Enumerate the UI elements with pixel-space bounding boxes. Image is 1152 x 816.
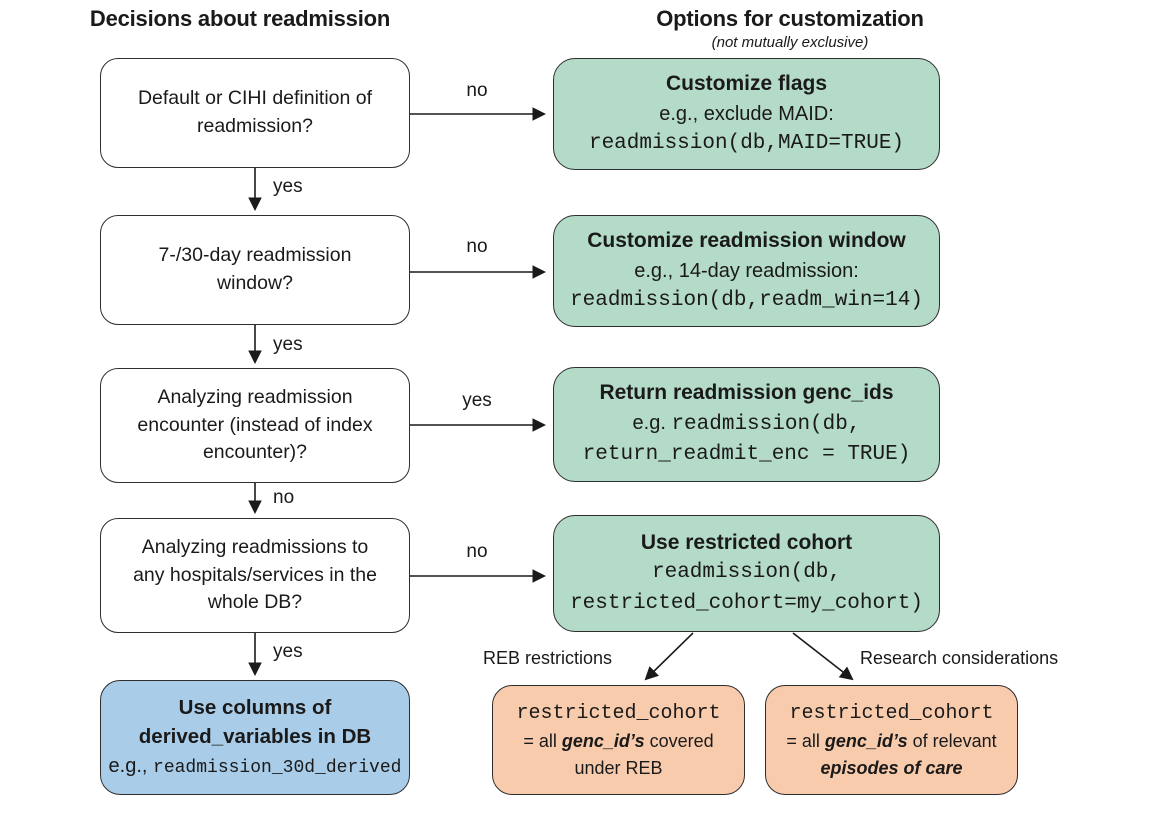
edge-label-yes-3: yes	[462, 390, 492, 411]
option-box-customize-flags: Customize flags e.g., exclude MAID: read…	[553, 58, 940, 170]
option-title: Return readmission genc_ids	[599, 381, 894, 405]
cohort-line2-emphasis: genc_id’s	[824, 731, 908, 752]
cohort-line2: = all genc_id’s of relevant	[786, 728, 996, 754]
cohort-line2-emphasis: genc_id’s	[561, 731, 645, 752]
cohort-box-research: restricted_cohort = all genc_id’s of rel…	[765, 685, 1018, 795]
option-box-restricted-cohort: Use restricted cohort readmission(db, re…	[553, 515, 940, 632]
option-code-line2: return_readmit_enc = TRUE)	[582, 443, 911, 467]
cohort-code: restricted_cohort	[789, 702, 994, 726]
option-title: Use restricted cohort	[640, 530, 853, 554]
option-box-customize-window: Customize readmission window e.g., 14-da…	[553, 215, 940, 327]
option-box-return-genc-ids: Return readmission genc_ids e.g. readmis…	[553, 367, 940, 482]
derived-code: readmission_30d_derived	[153, 757, 402, 778]
cohort-line2: = all genc_id’s covered	[523, 728, 713, 754]
option-subtitle: e.g., exclude MAID:	[659, 102, 834, 125]
cohort-line2-prefix: = all	[523, 731, 562, 752]
left-column-title: Decisions about readmission	[89, 6, 391, 31]
derived-variables-box: Use columns of derived_variables in DB e…	[100, 680, 410, 795]
option-title: Customize flags	[665, 72, 828, 96]
edge-label-no-4: no	[466, 541, 488, 562]
edge-label-no-down-3: no	[273, 487, 295, 508]
decision-text: Analyzing readmission encounter (instead…	[137, 385, 373, 464]
option-example-prefix: e.g.	[632, 411, 672, 434]
option-code: readmission(db,readm_win=14)	[570, 288, 923, 312]
cohort-box-reb: restricted_cohort = all genc_id’s covere…	[492, 685, 745, 795]
decision-box-window: 7-/30-day readmission window?	[100, 215, 410, 325]
right-column-title: Options for customization	[656, 6, 924, 31]
derived-example-prefix: e.g.,	[108, 754, 154, 777]
decision-box-encounter: Analyzing readmission encounter (instead…	[100, 368, 410, 483]
cohort-line2-prefix: = all	[786, 731, 825, 752]
decision-box-definition: Default or CIHI definition of readmissio…	[100, 58, 410, 168]
option-subtitle: e.g., 14-day readmission:	[634, 259, 859, 282]
decision-text: 7-/30-day readmission window?	[158, 244, 352, 294]
decision-text: Default or CIHI definition of readmissio…	[137, 87, 373, 137]
derived-title-line1: Use columns of	[178, 696, 332, 720]
branch-label-research: Research considerations	[860, 648, 1059, 668]
edge-label-no-2: no	[466, 236, 488, 257]
cohort-line3: episodes of care	[820, 757, 963, 778]
cohort-line2-suffix: covered	[644, 731, 714, 752]
cohort-line3: under REB	[574, 757, 663, 778]
option-code-line1: readmission(db,	[671, 412, 861, 436]
decision-box-whole-db: Analyzing readmissions to any hospitals/…	[100, 518, 410, 633]
decision-text: Analyzing readmissions to any hospitals/…	[133, 535, 377, 614]
cohort-code: restricted_cohort	[516, 702, 721, 726]
edge-label-yes-down-1: yes	[273, 176, 303, 197]
option-code: readmission(db,MAID=TRUE)	[588, 131, 905, 155]
edge-label-yes-down-2: yes	[273, 334, 303, 355]
right-column-subtitle: (not mutually exclusive)	[711, 34, 869, 51]
option-code-line2: restricted_cohort=my_cohort)	[570, 591, 923, 615]
cohort-line2-suffix: of relevant	[907, 731, 997, 752]
option-title: Customize readmission window	[587, 229, 906, 253]
derived-title-line2: derived_variables in DB	[138, 724, 372, 748]
derived-example-line: e.g., readmission_30d_derived	[109, 752, 402, 781]
option-example-line: e.g. readmission(db,	[633, 409, 861, 440]
option-code-line1: readmission(db,	[651, 561, 842, 585]
edge-label-yes-down-4: yes	[273, 641, 303, 662]
branch-label-reb: REB restrictions	[483, 648, 613, 668]
edge-label-no-1: no	[466, 80, 488, 101]
